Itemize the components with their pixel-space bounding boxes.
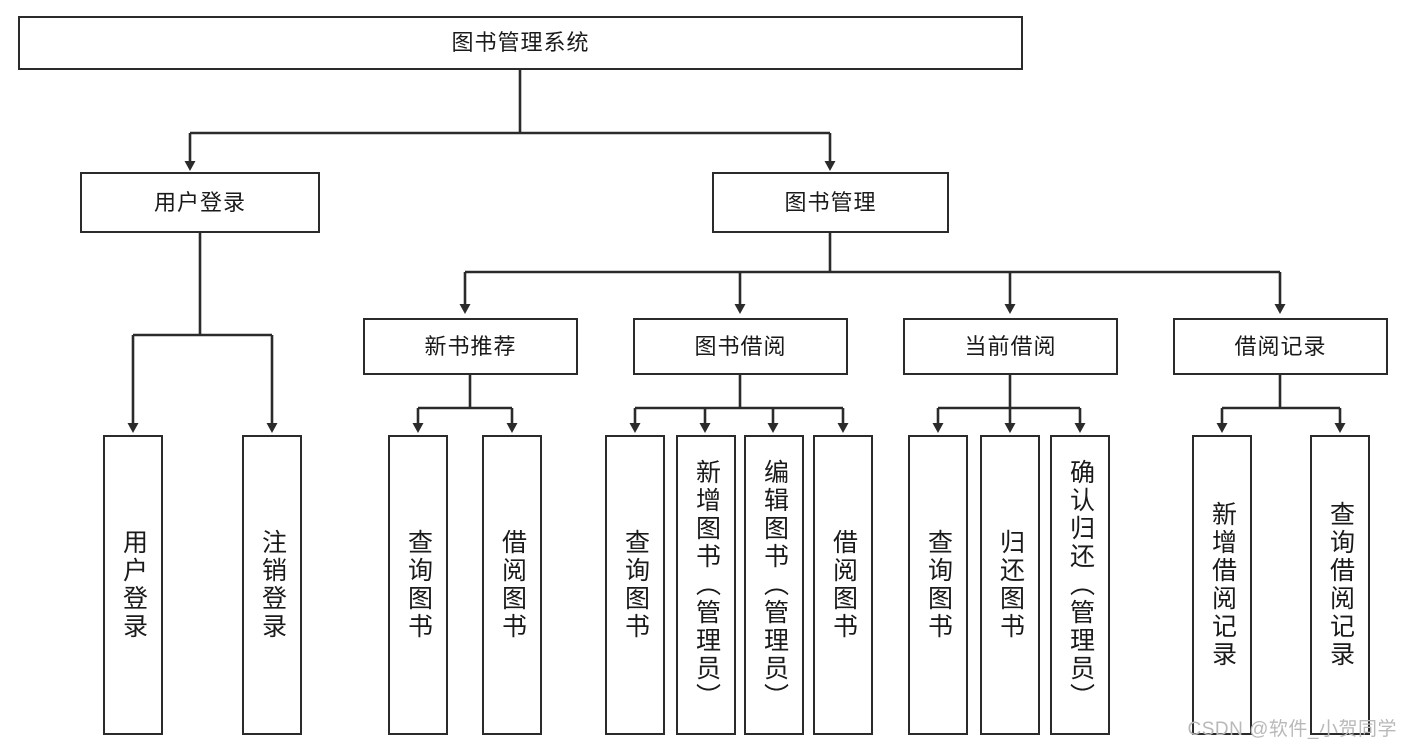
leaf-user-login-2-label: 注销登录 bbox=[258, 529, 287, 641]
node-root-label: 图书管理系统 bbox=[451, 30, 590, 56]
leaf-current-borrow-2[interactable]: 归还图书 bbox=[980, 435, 1040, 735]
node-root[interactable]: 图书管理系统 bbox=[18, 16, 1023, 70]
leaf-book-borrow-1-label: 查询图书 bbox=[621, 529, 650, 641]
node-current-borrow-label: 当前借阅 bbox=[964, 333, 1057, 359]
leaf-new-book-1-label: 查询图书 bbox=[404, 529, 433, 641]
leaf-current-borrow-1[interactable]: 查询图书 bbox=[908, 435, 968, 735]
node-book-manage[interactable]: 图书管理 bbox=[712, 172, 949, 233]
leaf-current-borrow-3-label: 确认归还（管理员） bbox=[1066, 459, 1095, 711]
node-book-borrow-label: 图书借阅 bbox=[694, 333, 787, 359]
leaf-book-borrow-2[interactable]: 新增图书（管理员） bbox=[676, 435, 736, 735]
node-book-borrow[interactable]: 图书借阅 bbox=[633, 318, 848, 375]
leaf-borrow-record-2[interactable]: 查询借阅记录 bbox=[1310, 435, 1370, 735]
node-new-book-recommend-label: 新书推荐 bbox=[424, 333, 517, 359]
leaf-book-borrow-2-label: 新增图书（管理员） bbox=[692, 459, 721, 711]
node-current-borrow[interactable]: 当前借阅 bbox=[903, 318, 1118, 375]
leaf-user-login-1-label: 用户登录 bbox=[119, 529, 148, 641]
node-user-login-label: 用户登录 bbox=[153, 189, 246, 215]
leaf-book-borrow-3[interactable]: 编辑图书（管理员） bbox=[744, 435, 804, 735]
node-user-login[interactable]: 用户登录 bbox=[80, 172, 320, 233]
leaf-new-book-1[interactable]: 查询图书 bbox=[388, 435, 448, 735]
leaf-book-borrow-3-label: 编辑图书（管理员） bbox=[760, 459, 789, 711]
leaf-borrow-record-2-label: 查询借阅记录 bbox=[1326, 501, 1355, 669]
leaf-current-borrow-3[interactable]: 确认归还（管理员） bbox=[1050, 435, 1110, 735]
node-borrow-record-label: 借阅记录 bbox=[1234, 333, 1327, 359]
leaf-book-borrow-4[interactable]: 借阅图书 bbox=[813, 435, 873, 735]
leaf-borrow-record-1[interactable]: 新增借阅记录 bbox=[1192, 435, 1252, 735]
leaf-user-login-1[interactable]: 用户登录 bbox=[103, 435, 163, 735]
node-book-manage-label: 图书管理 bbox=[784, 189, 877, 215]
watermark: CSDN @软件_小贺同学 bbox=[1187, 719, 1397, 740]
leaf-book-borrow-4-label: 借阅图书 bbox=[829, 529, 858, 641]
leaf-book-borrow-1[interactable]: 查询图书 bbox=[605, 435, 665, 735]
leaf-user-login-2[interactable]: 注销登录 bbox=[242, 435, 302, 735]
node-new-book-recommend[interactable]: 新书推荐 bbox=[363, 318, 578, 375]
node-borrow-record[interactable]: 借阅记录 bbox=[1173, 318, 1388, 375]
leaf-borrow-record-1-label: 新增借阅记录 bbox=[1208, 501, 1237, 669]
leaf-new-book-2[interactable]: 借阅图书 bbox=[482, 435, 542, 735]
leaf-current-borrow-2-label: 归还图书 bbox=[996, 529, 1025, 641]
leaf-new-book-2-label: 借阅图书 bbox=[498, 529, 527, 641]
leaf-current-borrow-1-label: 查询图书 bbox=[924, 529, 953, 641]
